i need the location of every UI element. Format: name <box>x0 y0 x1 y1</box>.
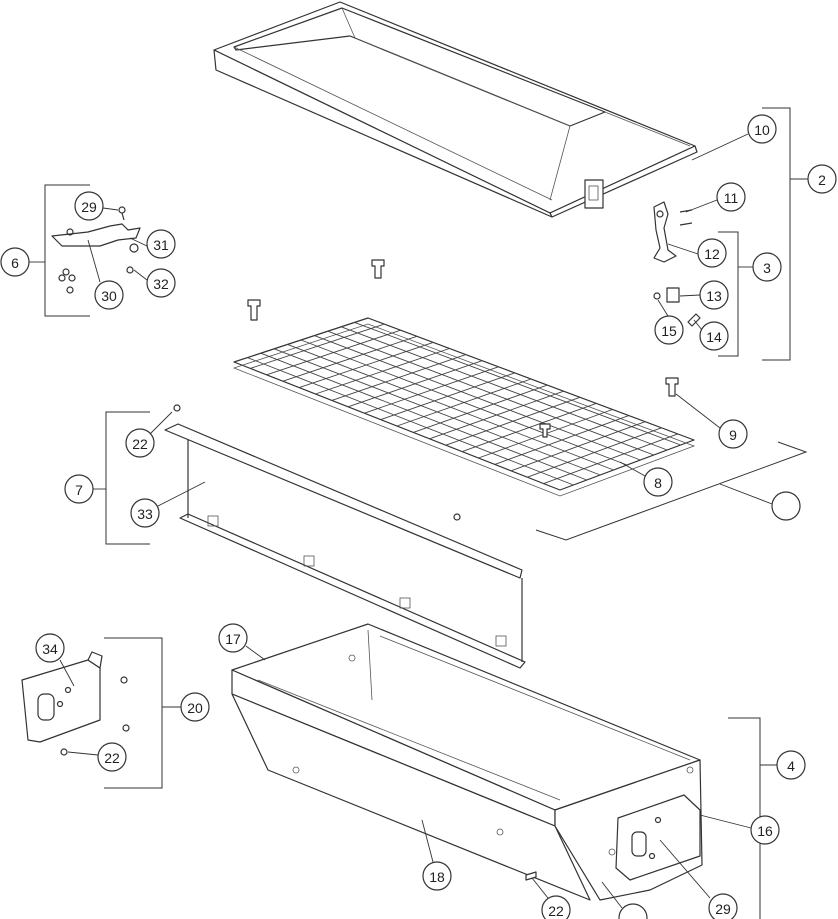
callout-20: 20 <box>180 692 210 722</box>
callout-14: 14 <box>699 321 729 351</box>
callout-circle <box>146 229 176 259</box>
leader-lines <box>59 133 752 909</box>
callout-label: 34 <box>42 641 58 657</box>
callout-circle <box>125 428 155 458</box>
callout-11: 11 <box>716 182 746 212</box>
callout-label: 6 <box>11 255 19 271</box>
callout-31: 31 <box>146 229 176 259</box>
callout-circle <box>180 692 210 722</box>
callout-13: 13 <box>699 280 729 310</box>
callout-label: 29 <box>715 901 731 917</box>
callout-circle <box>708 893 738 919</box>
callout-circle <box>699 280 729 310</box>
callout-22: 22 <box>125 428 155 458</box>
latch-hardware <box>653 201 701 327</box>
callout-label: 13 <box>706 288 722 304</box>
callout-circle <box>422 861 452 891</box>
callout-label: 11 <box>724 190 739 206</box>
callout-circle <box>752 252 782 282</box>
callout-label: 2 <box>818 172 826 188</box>
callout-label: 7 <box>75 482 83 498</box>
callout-label: 33 <box>137 506 153 522</box>
callout-33: 33 <box>130 498 160 528</box>
callout-22: 22 <box>97 742 127 772</box>
callout-circle <box>643 467 673 497</box>
callout-circle <box>807 164 837 194</box>
callout-label: 32 <box>153 276 169 292</box>
divider-panel <box>164 404 526 669</box>
callout-8: 8 <box>643 467 673 497</box>
callout-label: 17 <box>225 631 241 647</box>
callout-34: 34 <box>35 633 65 663</box>
callout-29: 29 <box>708 893 738 919</box>
callout-circle <box>747 114 777 144</box>
callout-15: 15 <box>654 315 684 345</box>
callout-circle <box>35 633 65 663</box>
callout-label: 18 <box>429 869 445 885</box>
callout-circle <box>771 491 801 521</box>
callout-circle <box>699 321 729 351</box>
callout-circle <box>146 268 176 298</box>
callout-12: 12 <box>697 238 727 268</box>
callout-6: 6 <box>0 247 30 277</box>
callout-circle <box>716 182 746 212</box>
callout-18: 18 <box>422 861 452 891</box>
callout-30: 30 <box>94 280 124 310</box>
callout-label: 12 <box>704 246 720 262</box>
side-bracket <box>21 651 130 756</box>
callout-2: 2 <box>807 164 837 194</box>
callout-label: 22 <box>548 903 564 919</box>
main-bin <box>231 623 703 901</box>
callout-circle <box>618 903 648 919</box>
callout-circle <box>541 895 571 919</box>
callout-layer: 2 3 10 11 12 13 14 15 9 8 6 29 31 30 32 7 22 33 34 20 22 17 4 1… <box>0 114 837 919</box>
callout-circle <box>94 280 124 310</box>
callout-label: 29 <box>81 199 97 215</box>
callout-3: 3 <box>752 252 782 282</box>
lid-part <box>213 1 698 218</box>
callout-label: 10 <box>754 122 770 138</box>
callout-label: 22 <box>132 436 148 452</box>
wire-grate <box>232 317 696 497</box>
callout-10: 10 <box>747 114 777 144</box>
callout-label: 4 <box>787 758 795 774</box>
hinge-plate-kit <box>51 206 141 294</box>
callout-label: 31 <box>153 237 169 253</box>
callout-9: 9 <box>718 419 748 449</box>
callout-label: 20 <box>187 700 203 716</box>
callout-circle <box>718 419 748 449</box>
callout-22: 22 <box>541 895 571 919</box>
callout-circle <box>218 623 248 653</box>
callout-circle <box>64 474 94 504</box>
grate-screws <box>247 259 679 438</box>
callout-label: 8 <box>654 475 662 491</box>
callout-circle <box>74 191 104 221</box>
callout-32: 32 <box>146 268 176 298</box>
callout-label: 14 <box>706 329 722 345</box>
callout-circle <box>750 815 780 845</box>
callout-17: 17 <box>218 623 248 653</box>
callout-circle <box>776 750 806 780</box>
callout-unlabeled <box>771 491 801 521</box>
callout-label: 15 <box>661 323 677 339</box>
callout-circle <box>130 498 160 528</box>
callout-label: 22 <box>104 750 120 766</box>
callout-label: 3 <box>763 260 771 276</box>
callout-circle <box>97 742 127 772</box>
callout-7: 7 <box>64 474 94 504</box>
callout-16: 16 <box>750 815 780 845</box>
callout-label: 30 <box>101 288 117 304</box>
callout-circle <box>697 238 727 268</box>
callout-circle <box>654 315 684 345</box>
group-brackets <box>29 107 808 919</box>
callout-4: 4 <box>776 750 806 780</box>
callout-label: 9 <box>729 427 737 443</box>
callout-circle <box>0 247 30 277</box>
callout-29: 29 <box>74 191 104 221</box>
callout-label: 16 <box>757 823 773 839</box>
callout-unlabeled <box>618 903 648 919</box>
